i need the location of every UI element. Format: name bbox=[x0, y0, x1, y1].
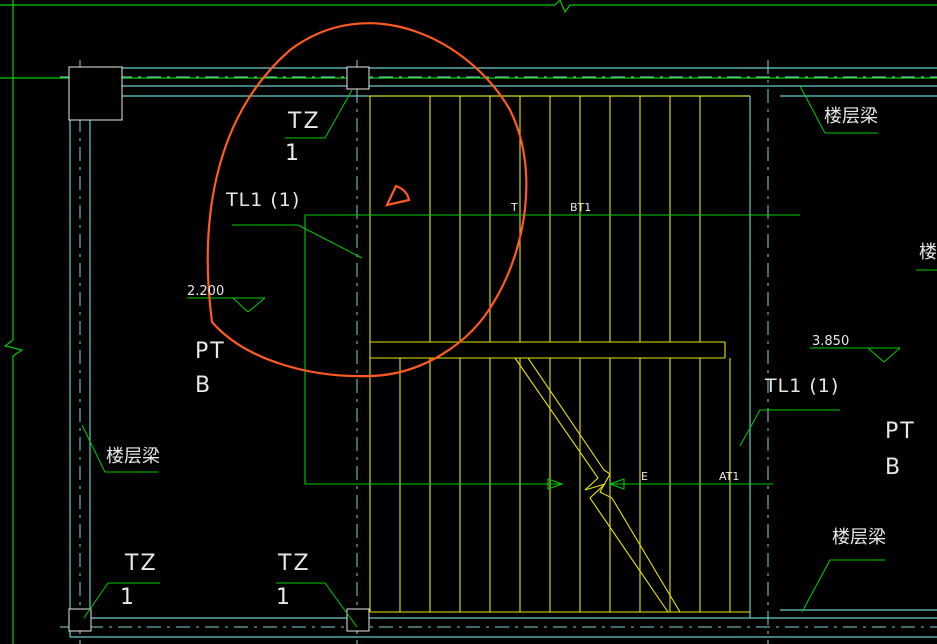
column-top-left bbox=[68, 66, 123, 121]
markup-annotations bbox=[206, 22, 528, 378]
beam-left: 楼层梁 bbox=[106, 446, 160, 467]
tz-top-num: 1 bbox=[285, 141, 301, 166]
column-top-mid bbox=[346, 66, 370, 90]
bt1-t: T bbox=[510, 201, 518, 214]
direction-arrows bbox=[304, 214, 800, 490]
elev-right: 3.850 bbox=[812, 334, 849, 349]
tz-bm-name: TZ bbox=[277, 551, 311, 576]
tz-bl-name: TZ bbox=[124, 551, 158, 576]
column-bottom-left bbox=[68, 608, 92, 632]
tl1-left: TL1 (1) bbox=[225, 189, 300, 211]
axis-lines bbox=[60, 60, 937, 644]
beam-top-right: 楼层梁 bbox=[824, 106, 878, 127]
elev-left: 2.200 bbox=[187, 284, 224, 299]
ptb-left-p: PT bbox=[195, 339, 226, 364]
tz-bm-num: 1 bbox=[276, 585, 292, 610]
tz-bl-num: 1 bbox=[120, 585, 136, 610]
beam-bottom-right: 楼层梁 bbox=[832, 527, 886, 548]
beam-right-edge: 楼 bbox=[919, 242, 937, 263]
at1-e: E bbox=[641, 470, 648, 483]
column-bottom-mid bbox=[346, 608, 370, 632]
ptb-left-b: B bbox=[195, 373, 212, 398]
stair-treads bbox=[369, 95, 750, 613]
tz-top-name: TZ bbox=[287, 109, 321, 134]
at1: AT1 bbox=[719, 470, 739, 483]
ptb-right-p: PT bbox=[885, 419, 916, 444]
ptb-right-b: B bbox=[885, 455, 902, 480]
markup-circle bbox=[206, 22, 528, 378]
columns bbox=[68, 66, 370, 632]
bt1: BT1 bbox=[570, 201, 591, 214]
markup-d-glyph bbox=[385, 184, 411, 207]
tl1-right: TL1 (1) bbox=[764, 375, 839, 397]
text-labels: TZ 1 TL1 (1) 2.200 PT B 楼层梁 TZ 1 TZ 1 楼层… bbox=[106, 106, 937, 610]
leader-lines bbox=[81, 85, 937, 628]
